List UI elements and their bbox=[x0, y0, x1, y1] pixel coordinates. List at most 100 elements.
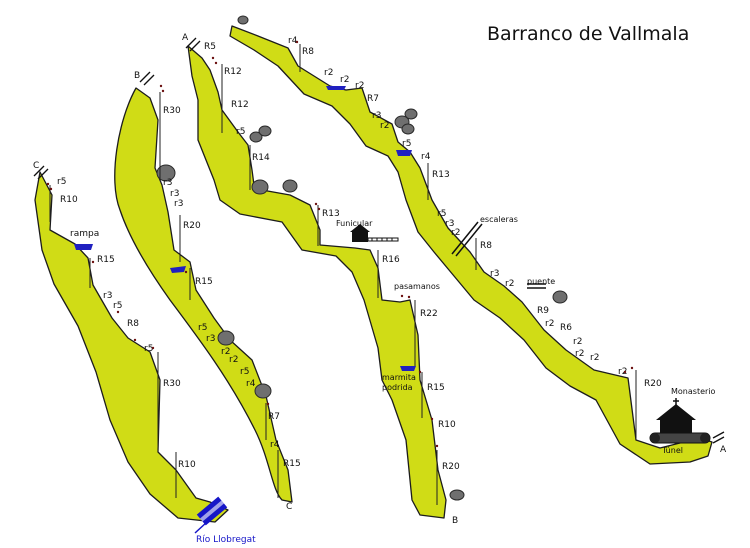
feature-podrida: podrida bbox=[382, 383, 413, 392]
rappel-label: r5 bbox=[402, 139, 411, 149]
feature-marmita: marmita bbox=[382, 373, 416, 382]
rappel-label: R20 bbox=[183, 221, 201, 231]
pool-a2 bbox=[326, 86, 346, 90]
start-mark bbox=[33, 165, 45, 177]
rappel-label: r2 bbox=[590, 353, 599, 363]
rappel-label: r2 bbox=[229, 355, 238, 365]
marker-b-start: B bbox=[134, 71, 140, 81]
rappel-label: R8 bbox=[480, 241, 492, 251]
band-b bbox=[114, 71, 293, 503]
rock-icon bbox=[237, 15, 249, 25]
start-mark bbox=[189, 40, 201, 52]
rappel-label: r3 bbox=[206, 334, 215, 344]
rappel-label: R20 bbox=[442, 462, 460, 472]
rappel-label: R30 bbox=[163, 106, 181, 116]
marker-a-start: A bbox=[182, 33, 189, 43]
rappel-label: r3 bbox=[445, 219, 454, 229]
rappel-label: r5 bbox=[113, 301, 122, 311]
pool-c bbox=[74, 244, 93, 250]
marker-a-end: A bbox=[720, 445, 727, 455]
marker-c-start: C bbox=[33, 161, 39, 171]
rappel-label: r3 bbox=[174, 199, 183, 209]
feature-rampa: rampa bbox=[70, 229, 99, 239]
pool-b bbox=[170, 266, 186, 273]
end-mark bbox=[712, 436, 725, 444]
feature-funicular: Funicular bbox=[336, 219, 373, 228]
stairs-icon bbox=[455, 223, 483, 257]
monastery-icon bbox=[649, 398, 711, 444]
rappel-label: r4 bbox=[288, 36, 298, 46]
diagram-title: Barranco de Vallmala bbox=[487, 23, 689, 45]
feature-tunel: Túnel bbox=[661, 446, 683, 455]
anchor-dots bbox=[46, 40, 634, 448]
rappel-label: R10 bbox=[438, 420, 456, 430]
rappel-label: r4 bbox=[421, 152, 431, 162]
rappel-label: r2 bbox=[545, 319, 554, 329]
feature-escaleras: escaleras bbox=[480, 215, 518, 224]
start-mark bbox=[139, 71, 151, 83]
rock-icon bbox=[449, 489, 465, 501]
rappel-label: r3 bbox=[490, 269, 499, 279]
rappel-label: r2 bbox=[380, 121, 389, 131]
rappel-label: r2 bbox=[221, 347, 230, 357]
rappel-label: r2 bbox=[618, 367, 627, 377]
river-label: Río Llobregat bbox=[196, 535, 256, 545]
rappel-label: r4 bbox=[246, 379, 256, 389]
rappel-label: r2 bbox=[451, 228, 460, 238]
rappel-label: R10 bbox=[178, 460, 196, 470]
end-mark bbox=[712, 431, 725, 439]
marker-b-end: B bbox=[452, 516, 458, 526]
feature-monasterio: Monasterio bbox=[671, 387, 716, 396]
marker-c-end: C bbox=[286, 502, 292, 512]
rappel-label: r2 bbox=[575, 349, 584, 359]
pool-a1 bbox=[400, 366, 416, 371]
rock-icon bbox=[249, 131, 263, 143]
rappel-label: R20 bbox=[644, 379, 662, 389]
rock-icon bbox=[404, 108, 418, 120]
rappel-label: R15 bbox=[195, 277, 213, 287]
rock-icon bbox=[552, 290, 568, 304]
rappel-label: r3 bbox=[372, 111, 381, 121]
rappel-label: r2 bbox=[340, 75, 349, 85]
rock-icon bbox=[251, 179, 269, 195]
rappel-label: R10 bbox=[60, 195, 78, 205]
rappel-label: R6 bbox=[560, 323, 572, 333]
rappel-label: R12 bbox=[231, 100, 249, 110]
rappel-label: r2 bbox=[573, 337, 582, 347]
start-mark bbox=[37, 168, 49, 180]
rappel-label: R30 bbox=[163, 379, 181, 389]
rock-icon bbox=[282, 179, 298, 193]
rappel-label: R9 bbox=[537, 306, 549, 316]
rappel-label: r4 bbox=[270, 440, 280, 450]
start-mark bbox=[143, 74, 155, 86]
rock-icon bbox=[401, 123, 415, 135]
rappel-label: r2 bbox=[324, 68, 333, 78]
rock-icon bbox=[258, 125, 272, 137]
band-a1 bbox=[185, 37, 465, 519]
rappel-label: R7 bbox=[367, 94, 379, 104]
band-a2 bbox=[229, 15, 725, 465]
rappel-label: R15 bbox=[97, 255, 115, 265]
rappel-label: r5 bbox=[198, 323, 207, 333]
rappel-label: r3 bbox=[163, 178, 172, 188]
rappel-label: r3 bbox=[103, 291, 112, 301]
rappel-label: r5 bbox=[144, 344, 153, 354]
rappel-label: r5 bbox=[240, 367, 249, 377]
river-stripe bbox=[199, 500, 225, 522]
pool-a2 bbox=[396, 150, 412, 156]
rappel-label: r5 bbox=[57, 177, 66, 187]
rappel-label: r2 bbox=[505, 279, 514, 289]
funicular-icon bbox=[350, 224, 399, 242]
stairs-icon bbox=[451, 221, 479, 255]
start-mark bbox=[185, 37, 197, 49]
rappel-label: R15 bbox=[283, 459, 301, 469]
rock-icon bbox=[217, 330, 235, 346]
rappel-label: r5 bbox=[236, 127, 245, 137]
rappel-label: R12 bbox=[224, 67, 242, 77]
rappel-label: R13 bbox=[432, 170, 450, 180]
rappel-label: R5 bbox=[204, 42, 216, 52]
rappel-label: R8 bbox=[302, 47, 314, 57]
river-arrow bbox=[194, 521, 208, 534]
rappel-label: R13 bbox=[322, 209, 340, 219]
